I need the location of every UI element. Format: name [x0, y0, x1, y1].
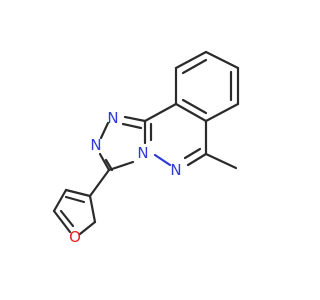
atom-o1-label: O: [69, 228, 81, 246]
pyridazine-ring: [143, 102, 208, 167]
atom-n4-label: N: [170, 161, 181, 179]
atom-n3: N: [137, 144, 148, 162]
methyl-bond: [204, 152, 238, 170]
atom-o1: O: [69, 228, 81, 246]
atom-n2: N: [90, 136, 101, 154]
atom-n1: N: [107, 109, 118, 127]
atom-n1-label: N: [107, 109, 118, 127]
furan-link-bond: [88, 168, 111, 198]
molecule-structure: N N N N O: [52, 50, 240, 246]
furan-ring: [52, 188, 97, 236]
atom-n4: N: [170, 161, 181, 179]
benzene-ring: [174, 50, 240, 123]
atom-n3-label: N: [137, 144, 148, 162]
atom-n2-label: N: [90, 136, 101, 154]
triazole-ring: [98, 115, 147, 172]
